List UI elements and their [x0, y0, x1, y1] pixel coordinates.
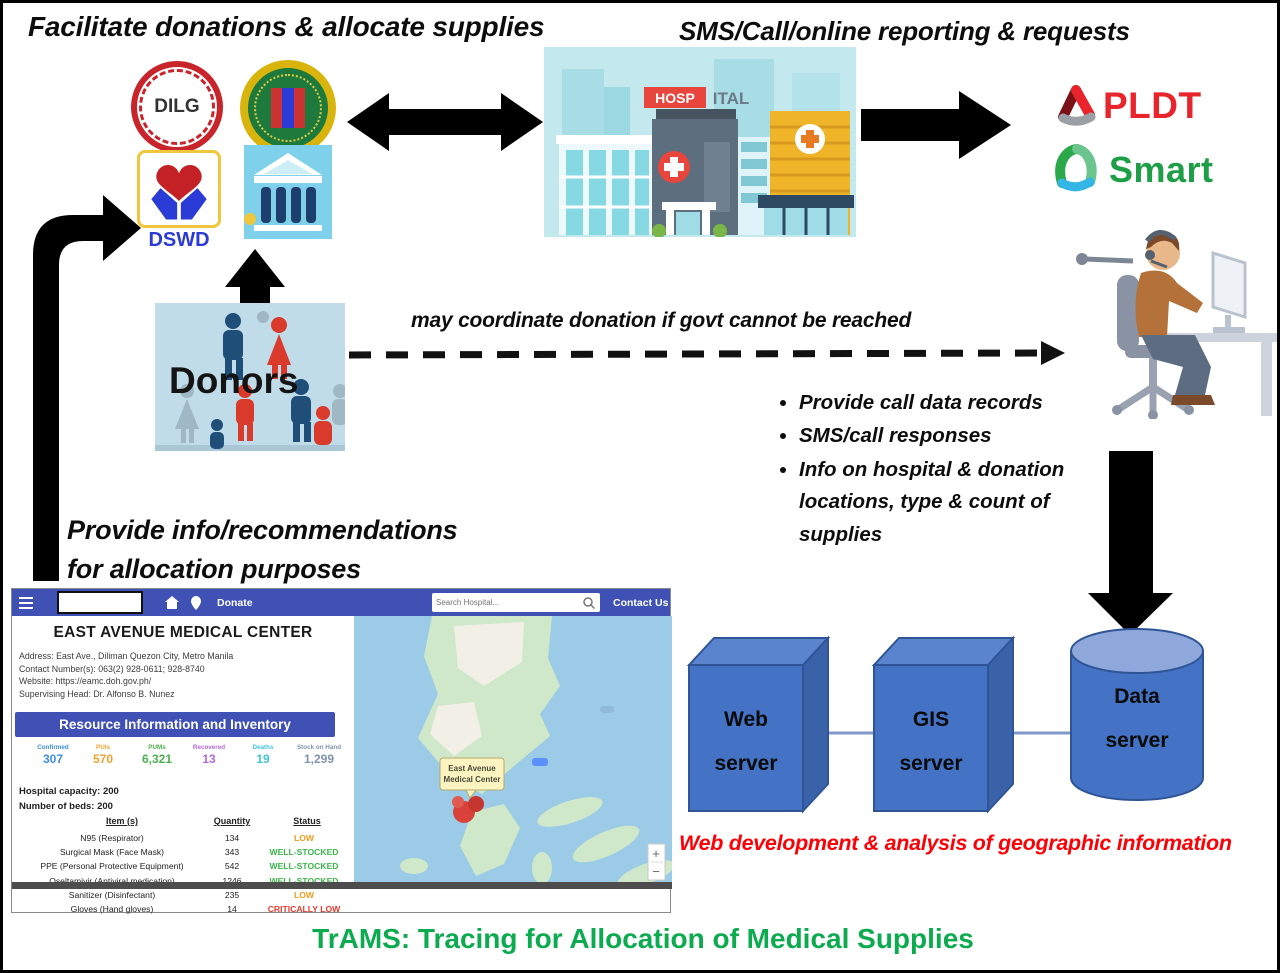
hospital-head: Supervising Head: Dr. Alfonso B. Nunez [19, 688, 175, 699]
smart-logo-text: Smart [1109, 149, 1214, 190]
map-zoom-in-button[interactable]: + [652, 846, 660, 861]
hospital-name: EAST AVENUE MEDICAL CENTER [53, 624, 313, 641]
inventory-quantity-column: 134 343 542 1246 235 14 [222, 833, 242, 915]
dashed-note: may coordinate donation if govt cannot b… [411, 309, 912, 332]
capacity-lines: Hospital capacity: 200 Number of beds: 2… [19, 784, 119, 814]
hospital-website: Website: https://eamc.doh.gov.ph/ [19, 676, 152, 687]
webapp-navbar: Donate Contact Us [12, 589, 670, 616]
trams-title: TrAMS: Tracing for Allocation of Medical… [312, 923, 974, 954]
servers-illustration [686, 628, 1204, 814]
resource-inventory-header: Resource Information and Inventory [15, 712, 335, 737]
stat-pums: PUMs 6,321 [141, 744, 173, 766]
callcenter-bullet-list: Provide call data records SMS/call respo… [771, 387, 1129, 552]
donors-label: Donors [169, 360, 299, 401]
location-pin-icon[interactable] [191, 595, 201, 610]
dilg-logo: DILG [131, 61, 223, 153]
map-callout-line2: Medical Center [444, 775, 501, 784]
hospital-contact: Contact Number(s): 063(2) 928-0611; 928-… [19, 663, 205, 674]
hospital-info-panel: EAST AVENUE MEDICAL CENTER Address: East… [12, 616, 354, 914]
bullet-sms-call-responses: SMS/call responses [799, 420, 1129, 452]
dilg-logo-text: DILG [139, 69, 215, 145]
smart-logo-icon [1055, 144, 1097, 192]
map-callout [439, 757, 505, 791]
hospital-address: Address: East Ave., Diliman Quezon City,… [19, 651, 234, 661]
search-input[interactable] [432, 598, 583, 607]
heading-provide-info-line1: Provide info/recommendations [67, 515, 458, 545]
webapp-logo-box [57, 591, 143, 614]
map-zoom-out-button[interactable]: − [652, 864, 660, 879]
govt-building-icon [244, 145, 332, 239]
dashed-line-donors-callcenter [348, 349, 1042, 359]
dswd-heart-hands-icon [151, 165, 207, 220]
hospital-sign-red: HOSP [655, 90, 695, 106]
double-arrow-logos-hospital [347, 93, 543, 151]
dswd-logo [137, 150, 221, 228]
web-server-box [686, 635, 831, 814]
stat-confirmed: Confirmed 307 [37, 744, 69, 766]
bullet-call-data-records: Provide call data records [799, 387, 1129, 419]
map-callout-line1: East Avenue [448, 764, 496, 773]
trams-webapp-screenshot: Donate Contact Us EAST AVENUE MEDICAL CE… [11, 588, 672, 914]
inventory-status-column: LOW WELL-STOCKED WELL-STOCKED WELL-STOCK… [267, 833, 341, 915]
heading-facilitate: Facilitate donations & allocate supplies [28, 11, 545, 42]
inventory-item-column: N95 (Respirator) Surgical Mask (Face Mas… [40, 833, 184, 915]
search-bar [432, 593, 600, 612]
servers-caption: Web development & analysis of geographic… [679, 831, 1232, 855]
inventory-header-quantity: Quantity [213, 816, 251, 826]
donors-illustration: Donors [155, 303, 345, 451]
stat-recovered: Recovered 13 [192, 744, 226, 766]
heading-provide-info-line2: for allocation purposes [67, 554, 361, 584]
dswd-logo-text: DSWD [148, 229, 210, 251]
gis-server-box [871, 635, 1016, 814]
hospital-details: Address: East Ave., Diliman Quezon City,… [19, 650, 233, 700]
pldt-logo-text: PLDT [1103, 85, 1202, 126]
hamburger-menu-icon[interactable] [19, 596, 33, 609]
hospital-capacity: Hospital capacity: 200 [19, 786, 119, 797]
stat-puis: PUIs 570 [92, 744, 114, 766]
map-view[interactable]: East Avenue Medical Center + − [354, 616, 672, 887]
inventory-header-item: Item (s) [105, 816, 138, 826]
doh-seal-icon [240, 60, 336, 156]
heading-sms-call: SMS/Call/online reporting & requests [679, 16, 1130, 46]
arrow-hospital-telcos [861, 91, 1011, 159]
hospital-illustration: HOSP ITAL [544, 47, 856, 237]
bullet-info-hospital-donation: Info on hospital & donation locations, t… [799, 454, 1129, 551]
hospital-sign-gray: ITAL [713, 89, 750, 108]
pldt-logo-icon [1058, 85, 1096, 126]
stat-deaths: Deaths 19 [252, 744, 274, 766]
call-center-agent-illustration [1076, 230, 1277, 419]
data-server-cylinder [1070, 628, 1204, 801]
webapp-bottom-strip [12, 882, 672, 889]
home-icon[interactable] [165, 596, 179, 609]
stat-stock-on-hand: Stock on Hand 1,299 [296, 744, 342, 766]
inventory-header-status: Status [293, 816, 321, 826]
search-icon[interactable] [583, 596, 595, 609]
donate-link[interactable]: Donate [217, 596, 253, 609]
number-of-beds: Number of beds: 200 [19, 801, 113, 812]
contact-us-link[interactable]: Contact Us [613, 596, 669, 609]
